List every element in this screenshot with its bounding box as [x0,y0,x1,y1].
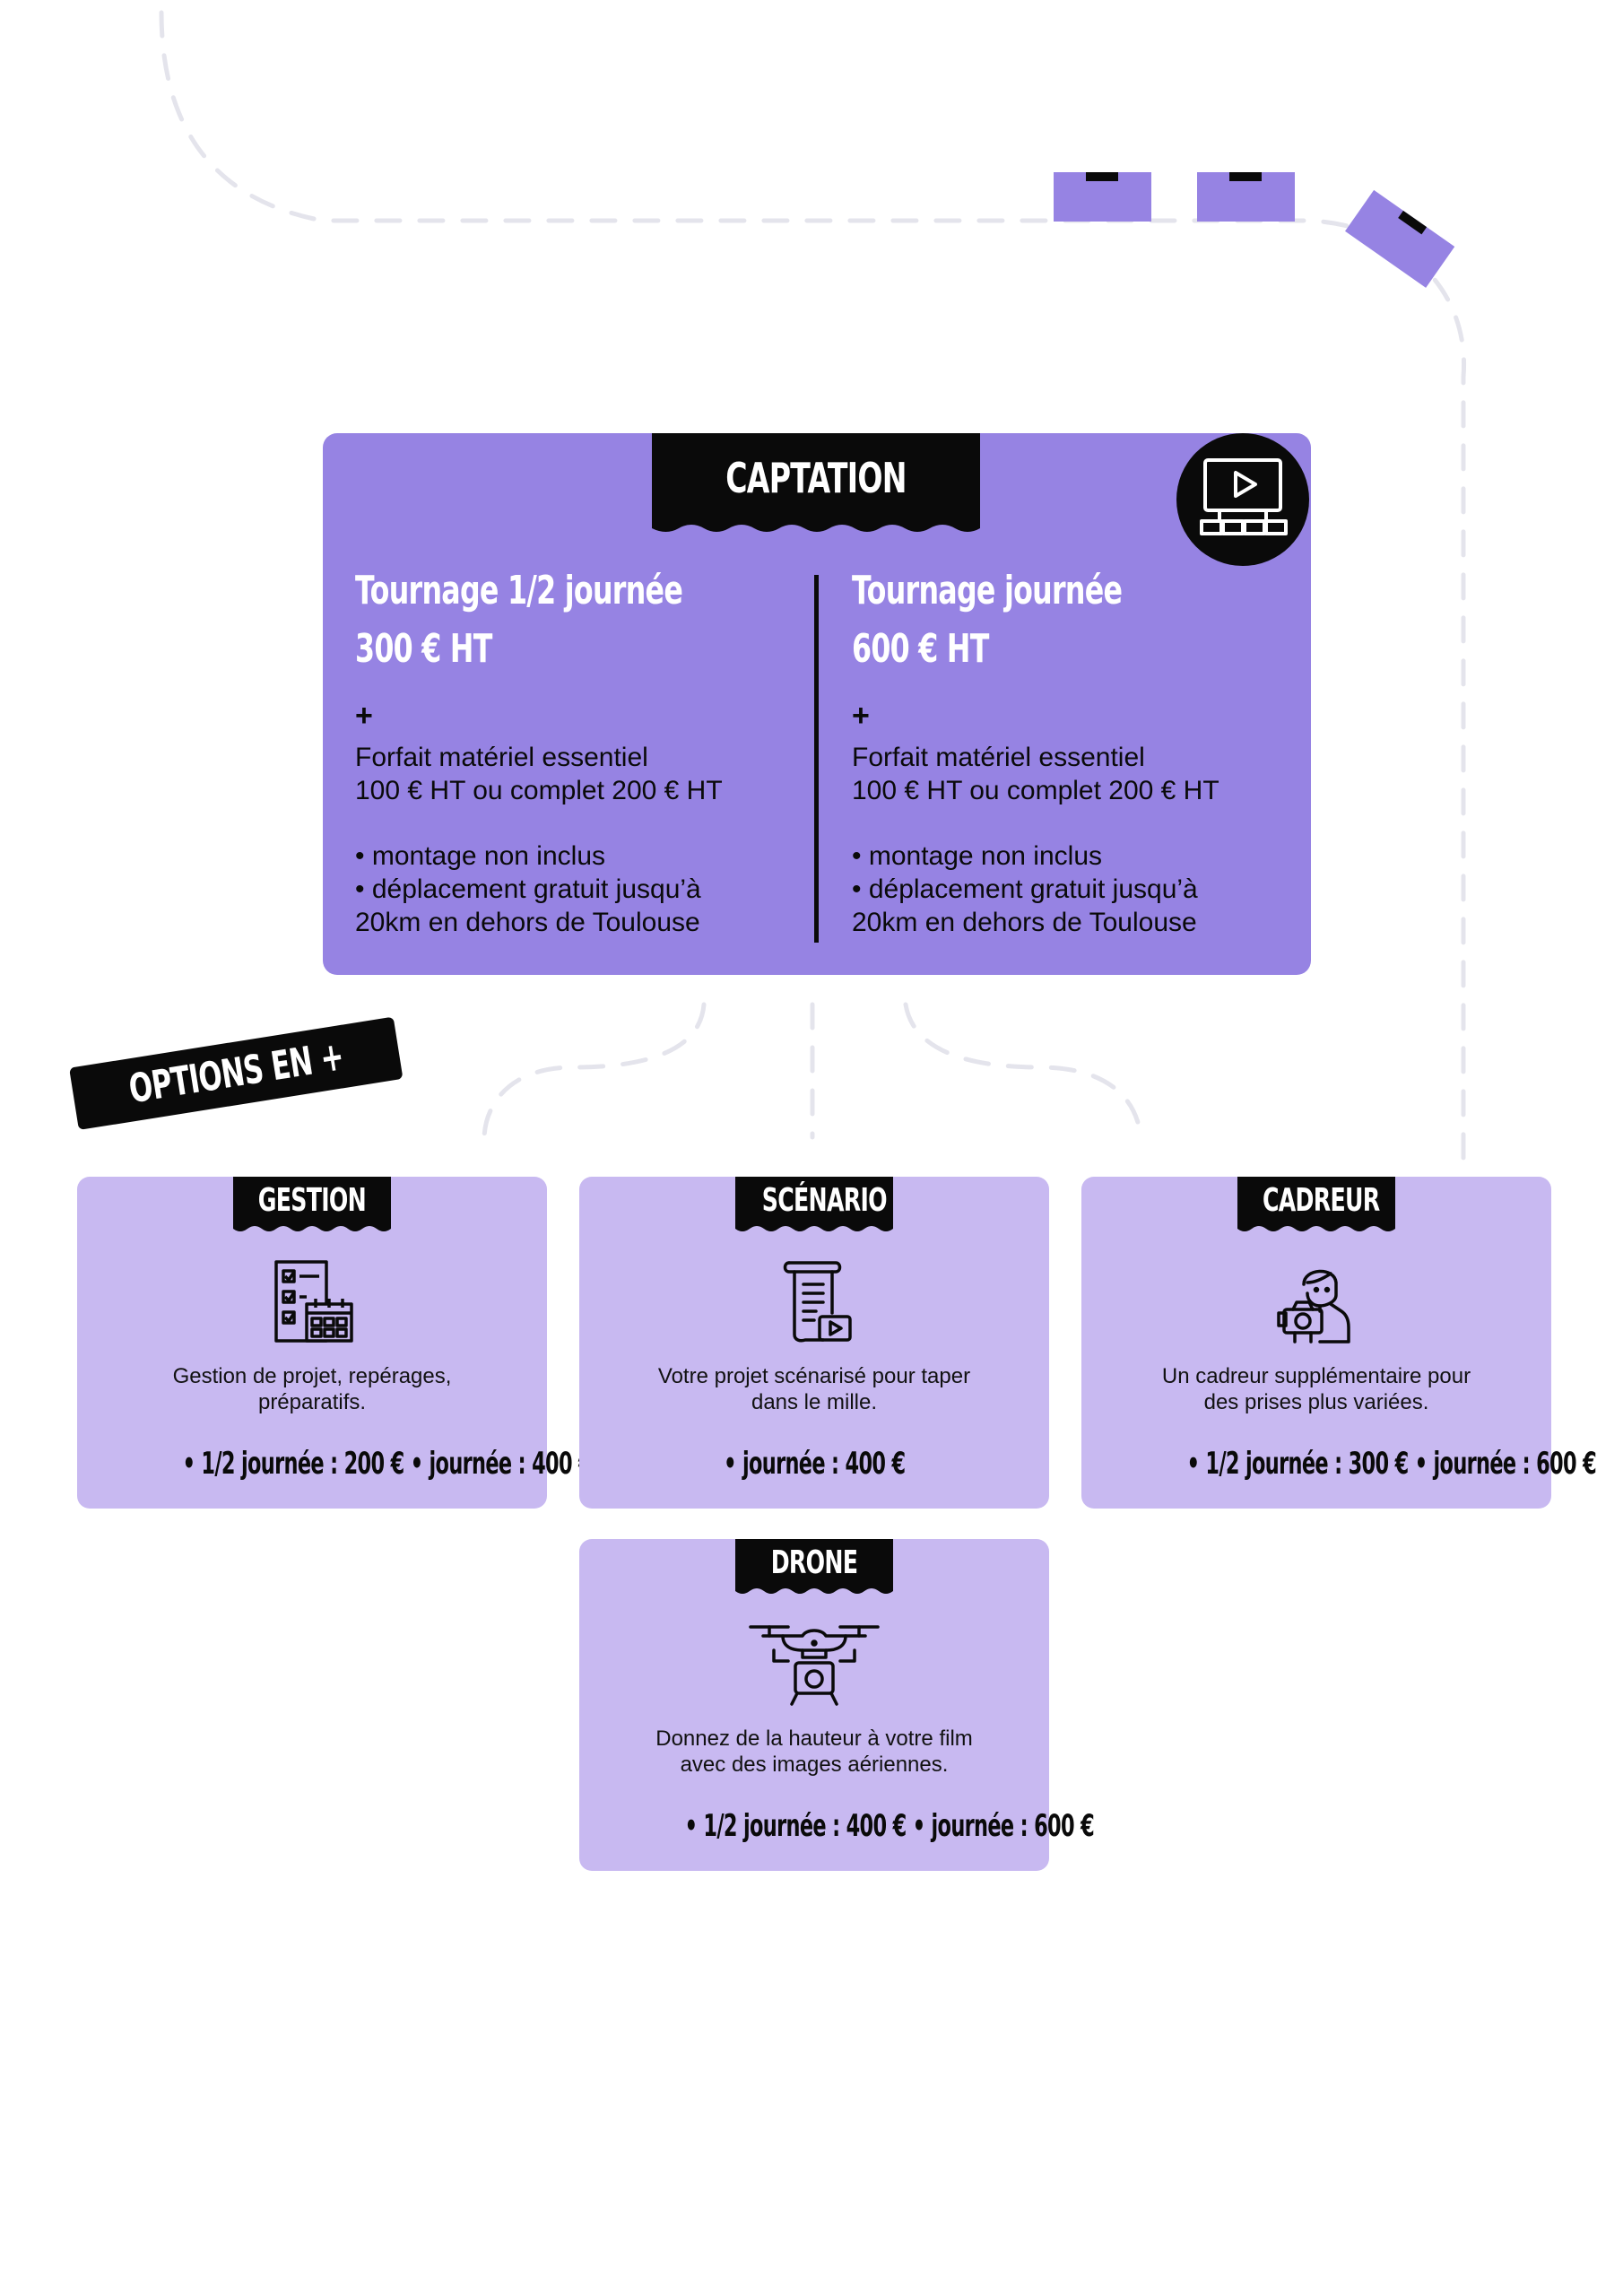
drone-title: DRONE [770,1544,858,1581]
condition-item: • déplacement gratuit jusqu’à [852,874,1198,904]
description-line: avec des images aériennes. [680,1752,949,1777]
equipment-line-2: 100 € HT ou complet 200 € HT [355,776,723,805]
column-divider [814,575,819,943]
equipment-line-2: 100 € HT ou complet 200 € HT [852,776,1219,805]
conditions-list: • montage non inclus • déplacement gratu… [852,839,1300,939]
tv-screen-icon [1176,433,1309,566]
description-line: dans le mille. [751,1390,878,1414]
price-line: • journée : 400 € [723,1446,906,1482]
drone-description: Donnez de la hauteur à votre film avec d… [597,1726,1031,1778]
condition-item: 20km en dehors de Toulouse [852,908,1197,937]
drone-title-tab: DRONE [735,1539,893,1594]
description-line: des prises plus variées. [1203,1390,1429,1414]
captation-card: CAPTATION Tournage 1/2 journée 300 € HT … [323,433,1311,975]
scenario-description: Votre projet scénarisé pour taper dans l… [597,1363,1031,1415]
equipment-text: Forfait matériel essentiel 100 € HT ou c… [355,741,803,807]
wavy-edge-icon [652,521,980,532]
equipment-text: Forfait matériel essentiel 100 € HT ou c… [852,741,1300,807]
price-line: • 1/2 journée : 200 € • journée : 400 € [182,1446,593,1482]
description-line: Votre projet scénarisé pour taper [657,1364,971,1388]
price-line: • 1/2 journée : 300 € • journée : 600 € [1186,1446,1597,1482]
plus-sign: + [355,699,373,733]
equipment-line-1: Forfait matériel essentiel [355,743,648,772]
price-line: • 1/2 journée : 400 € • journée : 600 € [684,1808,1095,1844]
half-day-price: 300 € HT [355,626,492,672]
condition-item: • déplacement gratuit jusqu’à [355,874,701,904]
full-day-column: Tournage journée 600 € HT + Forfait maté… [852,568,1300,939]
condition-item: • montage non inclus [852,841,1103,871]
description-line: Gestion de projet, repérages, [172,1364,452,1388]
gestion-title-tab: GESTION [233,1177,391,1231]
cadreur-prices: • 1/2 journée : 300 € • journée : 600 € [1081,1446,1597,1482]
cadreur-title-tab: CADREUR [1237,1177,1395,1231]
gestion-prices: • 1/2 journée : 200 € • journée : 400 € [77,1446,593,1482]
scenario-prices: • journée : 400 € [579,1446,1049,1482]
scenario-title-tab: SCÉNARIO [735,1177,893,1231]
cadreur-description: Un cadreur supplémentaire pour des prise… [1099,1363,1533,1415]
half-day-title: Tournage 1/2 journée [355,568,683,613]
gestion-description: Gestion de projet, repérages, préparatif… [95,1363,529,1415]
option-card-cadreur: CADREUR Un cadreur supplémentaire pour d… [1081,1177,1597,1509]
option-card-drone: DRONE Donnez de la hauteur à votre film … [579,1539,1095,1871]
cadreur-title: CADREUR [1262,1182,1380,1219]
half-day-column: Tournage 1/2 journée 300 € HT + Forfait … [355,568,803,939]
description-line: préparatifs. [257,1390,367,1414]
scenario-title: SCÉNARIO [761,1182,888,1219]
drone-prices: • 1/2 journée : 400 € • journée : 600 € [579,1808,1095,1844]
captation-title-tab: CAPTATION [652,433,980,532]
description-line: Donnez de la hauteur à votre film [655,1726,973,1751]
conditions-list: • montage non inclus • déplacement gratu… [355,839,803,939]
script-scroll-icon [783,1261,852,1343]
gestion-title: GESTION [257,1182,367,1219]
condition-item: • montage non inclus [355,841,606,871]
full-day-price: 600 € HT [852,626,989,672]
description-line: Un cadreur supplémentaire pour [1161,1364,1471,1388]
option-card-gestion: GESTION Gestion de projet, repérages, pr… [77,1177,593,1509]
equipment-line-1: Forfait matériel essentiel [852,743,1145,772]
drone-icon [749,1625,880,1706]
plus-sign: + [852,699,870,733]
camera-operator-icon [1277,1269,1350,1344]
checklist-calendar-icon [274,1260,353,1343]
full-day-title: Tournage journée [852,568,1123,613]
package-boxes [1054,172,1455,288]
captation-title: CAPTATION [725,454,907,502]
condition-item: 20km en dehors de Toulouse [355,908,700,937]
option-card-scenario: SCÉNARIO Votre projet scénarisé pour tap… [579,1177,1049,1509]
